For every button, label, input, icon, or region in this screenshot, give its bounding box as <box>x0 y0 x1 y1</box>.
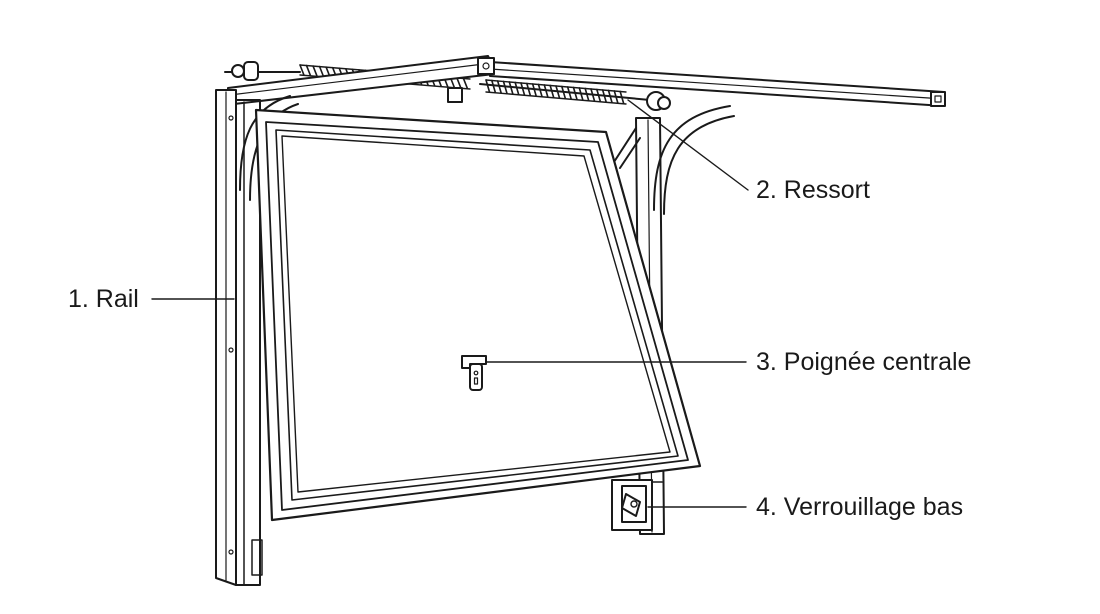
central-handle <box>461 355 487 391</box>
leader-ressort <box>627 99 749 191</box>
label-verrouillage: 4. Verrouillage bas <box>756 493 964 521</box>
label-ressort: 2. Ressort <box>756 176 870 204</box>
spring-right <box>447 79 671 111</box>
label-rail: 1. Rail <box>68 285 139 313</box>
bottom-lock <box>611 479 663 531</box>
left-rail <box>215 89 263 586</box>
door-panel <box>254 108 702 522</box>
label-poignee: 3. Poignée centrale <box>756 348 972 376</box>
top-rail-right <box>489 61 946 107</box>
leader-lines <box>151 99 749 508</box>
